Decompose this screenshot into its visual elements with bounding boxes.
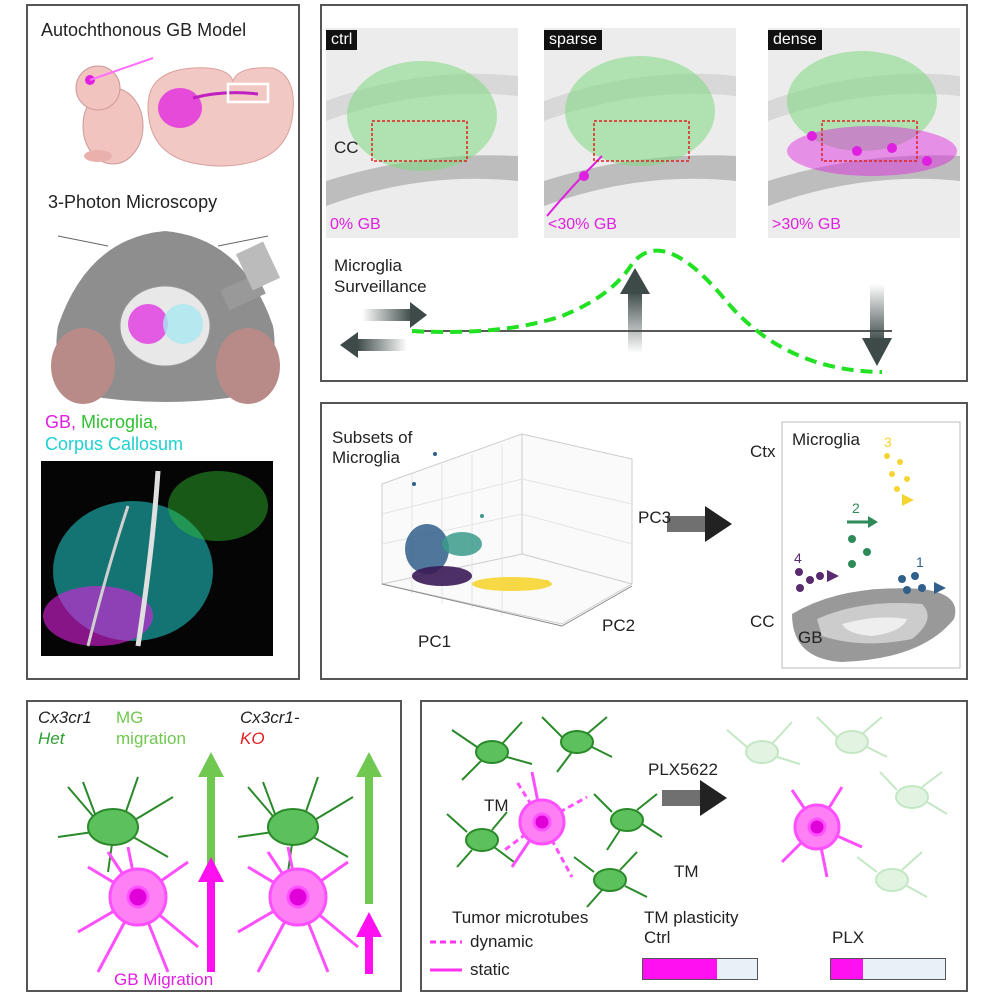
surveillance-panel: ctrl sparse dense 0% GB <30% GB >30% GB …	[320, 4, 968, 382]
surveillance-title-1: Microglia	[334, 256, 403, 275]
model-panel: Autochthonous GB Model	[26, 4, 300, 680]
ctrl-plasticity-fill	[643, 959, 718, 979]
model-illustration	[41, 57, 294, 656]
mg-line-2: migration	[116, 729, 186, 748]
migration-illustration	[57, 752, 382, 974]
mg-line-1: MG	[116, 708, 144, 727]
gb-arrow-het-icon	[198, 857, 224, 972]
microglia-cell-right	[237, 776, 354, 873]
pc3-label: PC3	[638, 508, 672, 527]
pca-arrow-icon	[667, 506, 732, 542]
legend-line-1: GB, Microglia,	[45, 412, 158, 433]
pca-panel: Subsets of Microglia PC1 PC2 PC3 Ctx CC …	[320, 402, 968, 680]
pc2-label: PC2	[602, 616, 636, 635]
model-title: Autochthonous GB Model	[41, 20, 247, 40]
plx-plasticity-bar	[830, 958, 946, 980]
microscopy-title: 3-Photon Microscopy	[48, 192, 218, 212]
tm-panel: TM TM PLX5622 Tumor microtubes dynamic s…	[420, 700, 968, 992]
subset-box-title: Microglia	[792, 430, 861, 449]
ctrl-percent: 0% GB	[330, 216, 381, 233]
surveillance-illustration	[326, 28, 960, 374]
sparse-tissue	[544, 28, 736, 238]
ctrl-tissue	[326, 28, 518, 238]
subset-2-label: 2	[852, 500, 860, 516]
up-arrow-icon	[620, 268, 650, 353]
migration-panel: Cx3cr1 Het MG migration Cx3cr1- KO GB Mi…	[26, 700, 402, 992]
ko-line-1: Cx3cr1-	[240, 708, 300, 727]
het-line-1: Cx3cr1	[38, 708, 92, 727]
subset-box	[781, 421, 961, 669]
tumor-cell-plx	[780, 786, 863, 878]
left-arrow-icon	[340, 332, 407, 358]
mouse-pup-icon	[75, 57, 154, 165]
tm-illustration	[430, 716, 948, 972]
gb-cell-left	[77, 846, 199, 973]
microglia-cells-plx	[726, 716, 948, 898]
down-arrow-icon	[862, 284, 892, 366]
ctrl-label: Ctrl	[644, 928, 671, 947]
gb-cell-right	[237, 846, 359, 973]
ko-line-2: KO	[240, 729, 265, 748]
plasticity-title: TM plasticity	[644, 908, 739, 927]
gb-migration-label: GB Migration	[114, 970, 214, 989]
brain-section-icon	[147, 67, 294, 167]
subset-4-label: 4	[794, 550, 802, 566]
plx5622-label: PLX5622	[648, 760, 718, 779]
sparse-tag: sparse	[544, 30, 603, 50]
pc1-label: PC1	[418, 632, 452, 651]
ctx-label: Ctx	[750, 442, 776, 461]
het-line-2: Het	[38, 729, 65, 748]
legend-cc: Corpus Callosum	[45, 434, 184, 454]
cc-label-pca: CC	[750, 612, 775, 631]
legend-gb: GB,	[45, 412, 77, 432]
surveillance-curve	[411, 248, 883, 374]
dynamic-label: dynamic	[470, 932, 534, 951]
surveillance-title-2: Surveillance	[334, 277, 427, 296]
microscopy-image	[41, 461, 273, 656]
plx-label: PLX	[832, 928, 865, 947]
gb-label-pca: GB	[798, 628, 823, 647]
cc-label: CC	[334, 138, 359, 157]
tumor-cell-ctrl	[501, 771, 588, 878]
microglia-cell-left	[57, 776, 174, 873]
subset-1-label: 1	[916, 554, 924, 570]
tm-label-2: TM	[674, 862, 699, 881]
pca-title-1: Subsets of	[332, 428, 413, 447]
subset-3-label: 3	[884, 434, 892, 450]
microglia-cells-ctrl	[446, 716, 663, 908]
pca-illustration	[381, 421, 961, 669]
pca-title-2: Microglia	[332, 448, 401, 467]
tm-label-1: TM	[484, 796, 509, 815]
plx-plasticity-fill	[831, 959, 863, 979]
dense-percent: >30% GB	[772, 216, 841, 233]
dense-tag: dense	[768, 30, 822, 50]
gb-arrow-ko-icon	[356, 912, 382, 974]
tm-legend-title: Tumor microtubes	[452, 908, 589, 927]
static-label: static	[470, 960, 510, 979]
sparse-percent: <30% GB	[548, 216, 617, 233]
dense-tissue	[768, 28, 960, 238]
mg-arrow-ko-icon	[356, 752, 382, 904]
pca-points	[405, 452, 552, 591]
plx-arrow-icon	[662, 780, 727, 816]
mouse-head-icon	[51, 231, 281, 404]
ctrl-tag: ctrl	[326, 30, 358, 50]
mg-arrow-het-icon	[198, 752, 224, 866]
ctrl-plasticity-bar	[642, 958, 758, 980]
legend-microglia: Microglia,	[81, 412, 159, 432]
right-arrow-icon	[362, 302, 427, 328]
